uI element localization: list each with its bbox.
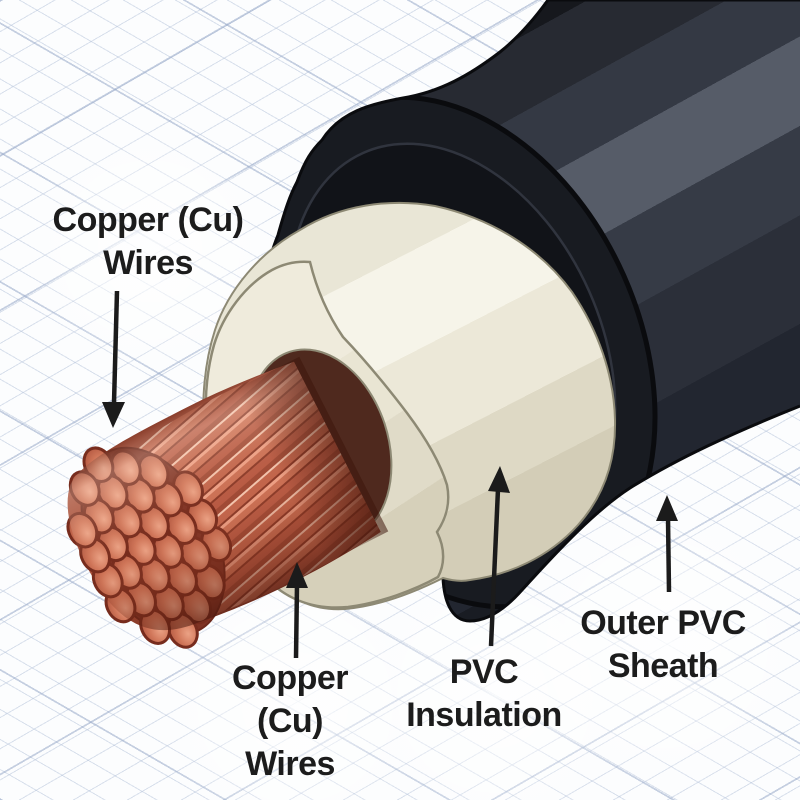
label-outer-pvc-sheath: Outer PVC Sheath (548, 602, 778, 688)
arrow-copper-top (102, 290, 125, 428)
label-copper-wires-top: Copper (Cu) Wires (13, 199, 283, 285)
label-line: Copper (Cu) (52, 201, 244, 239)
label-line: Outer PVC (580, 604, 746, 642)
bundle-entry-shadow (235, 356, 389, 565)
callout-arrows (102, 290, 678, 659)
label-line: Sheath (607, 646, 719, 685)
label-line: PVC (449, 653, 519, 691)
arrow-insulation (488, 466, 510, 647)
arrow-sheath (656, 495, 678, 593)
sheath-outline (270, 0, 800, 623)
label-copper-wires-bottom: Copper (Cu) Wires (190, 657, 390, 785)
label-line: Wires (103, 243, 193, 282)
label-line: Insulation (406, 695, 562, 734)
label-line: Wires (245, 744, 335, 783)
arrow-copper-bottom (286, 562, 308, 659)
copper-wire-bundle (66, 356, 389, 649)
label-line: Copper (232, 659, 349, 697)
label-line: (Cu) (257, 701, 323, 740)
label-pvc-insulation: PVC Insulation (374, 651, 594, 737)
